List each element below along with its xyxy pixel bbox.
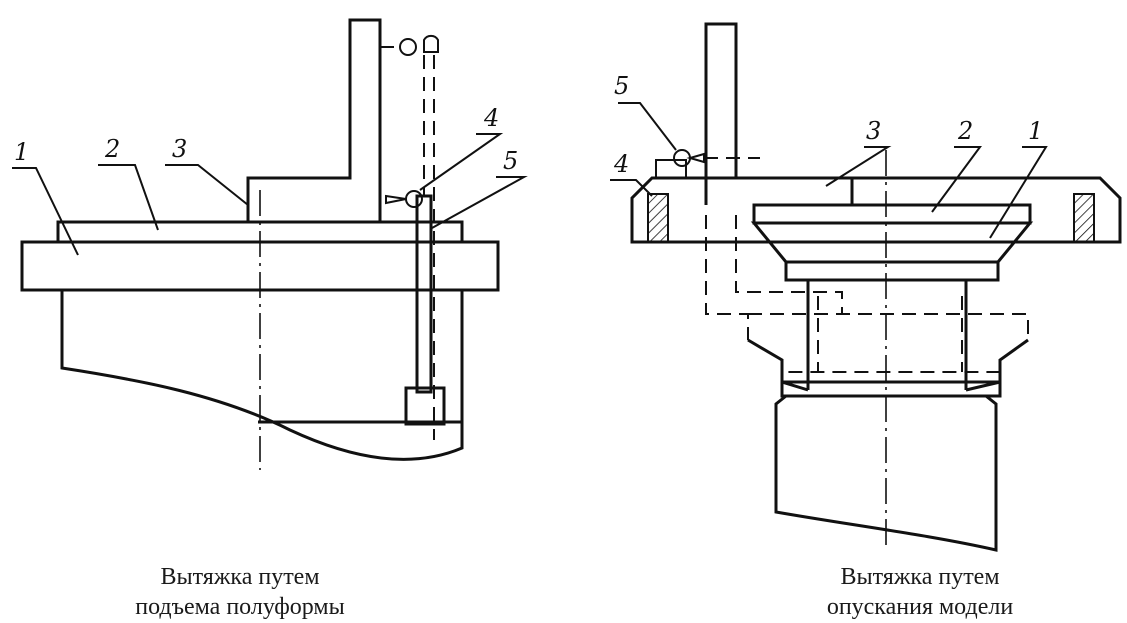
right-callout-5: 5 [614, 72, 629, 100]
right-plate-lower [784, 260, 1000, 282]
right-callout-4: 4 [613, 150, 629, 178]
right-callout-labels: 5 3 2 1 4 [613, 72, 1043, 178]
right-lowered-outline [705, 215, 1029, 373]
right-callout-3: 3 [866, 117, 881, 145]
left-view-drawing [12, 18, 528, 470]
right-caption-line-1: Вытяжка путем [840, 564, 1000, 590]
left-leader-4 [419, 133, 504, 191]
right-lowered-pattern [735, 215, 843, 314]
left-pin-base [404, 386, 446, 426]
left-callout-5: 5 [503, 147, 518, 175]
right-part-2-halfmold [752, 203, 1032, 225]
right-lower-body [774, 394, 998, 552]
left-caption-line-1: Вытяжка путем [160, 564, 320, 590]
left-leader-3 [165, 164, 249, 206]
left-top-indicator-stand [423, 34, 439, 53]
right-leader-3 [825, 146, 892, 187]
right-callout-1: 1 [1028, 117, 1043, 145]
left-part-3-pattern [246, 18, 382, 222]
left-callout-labels: 1 2 3 4 5 [14, 104, 518, 175]
left-part-5-pin [415, 194, 433, 394]
left-top-indicator [399, 38, 417, 56]
right-part-4-flask [630, 176, 1122, 244]
left-callout-3: 3 [172, 135, 187, 163]
right-flask-hatch-left [647, 193, 669, 243]
right-column [806, 280, 968, 390]
right-indicator-bracket [655, 159, 687, 179]
right-view-drawing [610, 22, 1122, 552]
right-leader-1 [989, 146, 1048, 239]
right-lower-taper [747, 338, 1029, 392]
right-part-3-pattern [704, 22, 854, 205]
right-caption: Вытяжка путем опускания модели [790, 562, 1050, 622]
right-indicator-tip [686, 152, 705, 164]
left-caption-line-2: подъема полуформы [135, 594, 345, 620]
right-leader-5 [618, 102, 677, 151]
left-leader-5 [431, 176, 528, 229]
left-indicator-tip [385, 194, 407, 205]
left-callout-1: 1 [14, 138, 29, 166]
left-callout-4: 4 [483, 104, 499, 132]
left-caption: Вытяжка путем подъема полуформы [110, 562, 370, 622]
left-callout-2: 2 [104, 135, 120, 163]
left-machine-body [60, 290, 464, 461]
left-leader-1 [12, 167, 79, 256]
right-leader-2 [931, 146, 982, 213]
left-leader-2 [98, 164, 159, 231]
right-leader-4 [610, 179, 653, 197]
right-caption-line-2: опускания модели [826, 594, 1014, 620]
right-ring [780, 380, 1002, 398]
right-flask-hatch-right [1073, 193, 1095, 243]
right-lowered-inner [817, 296, 963, 372]
left-part-4-indicator [405, 190, 423, 208]
right-callout-2: 2 [957, 117, 973, 145]
